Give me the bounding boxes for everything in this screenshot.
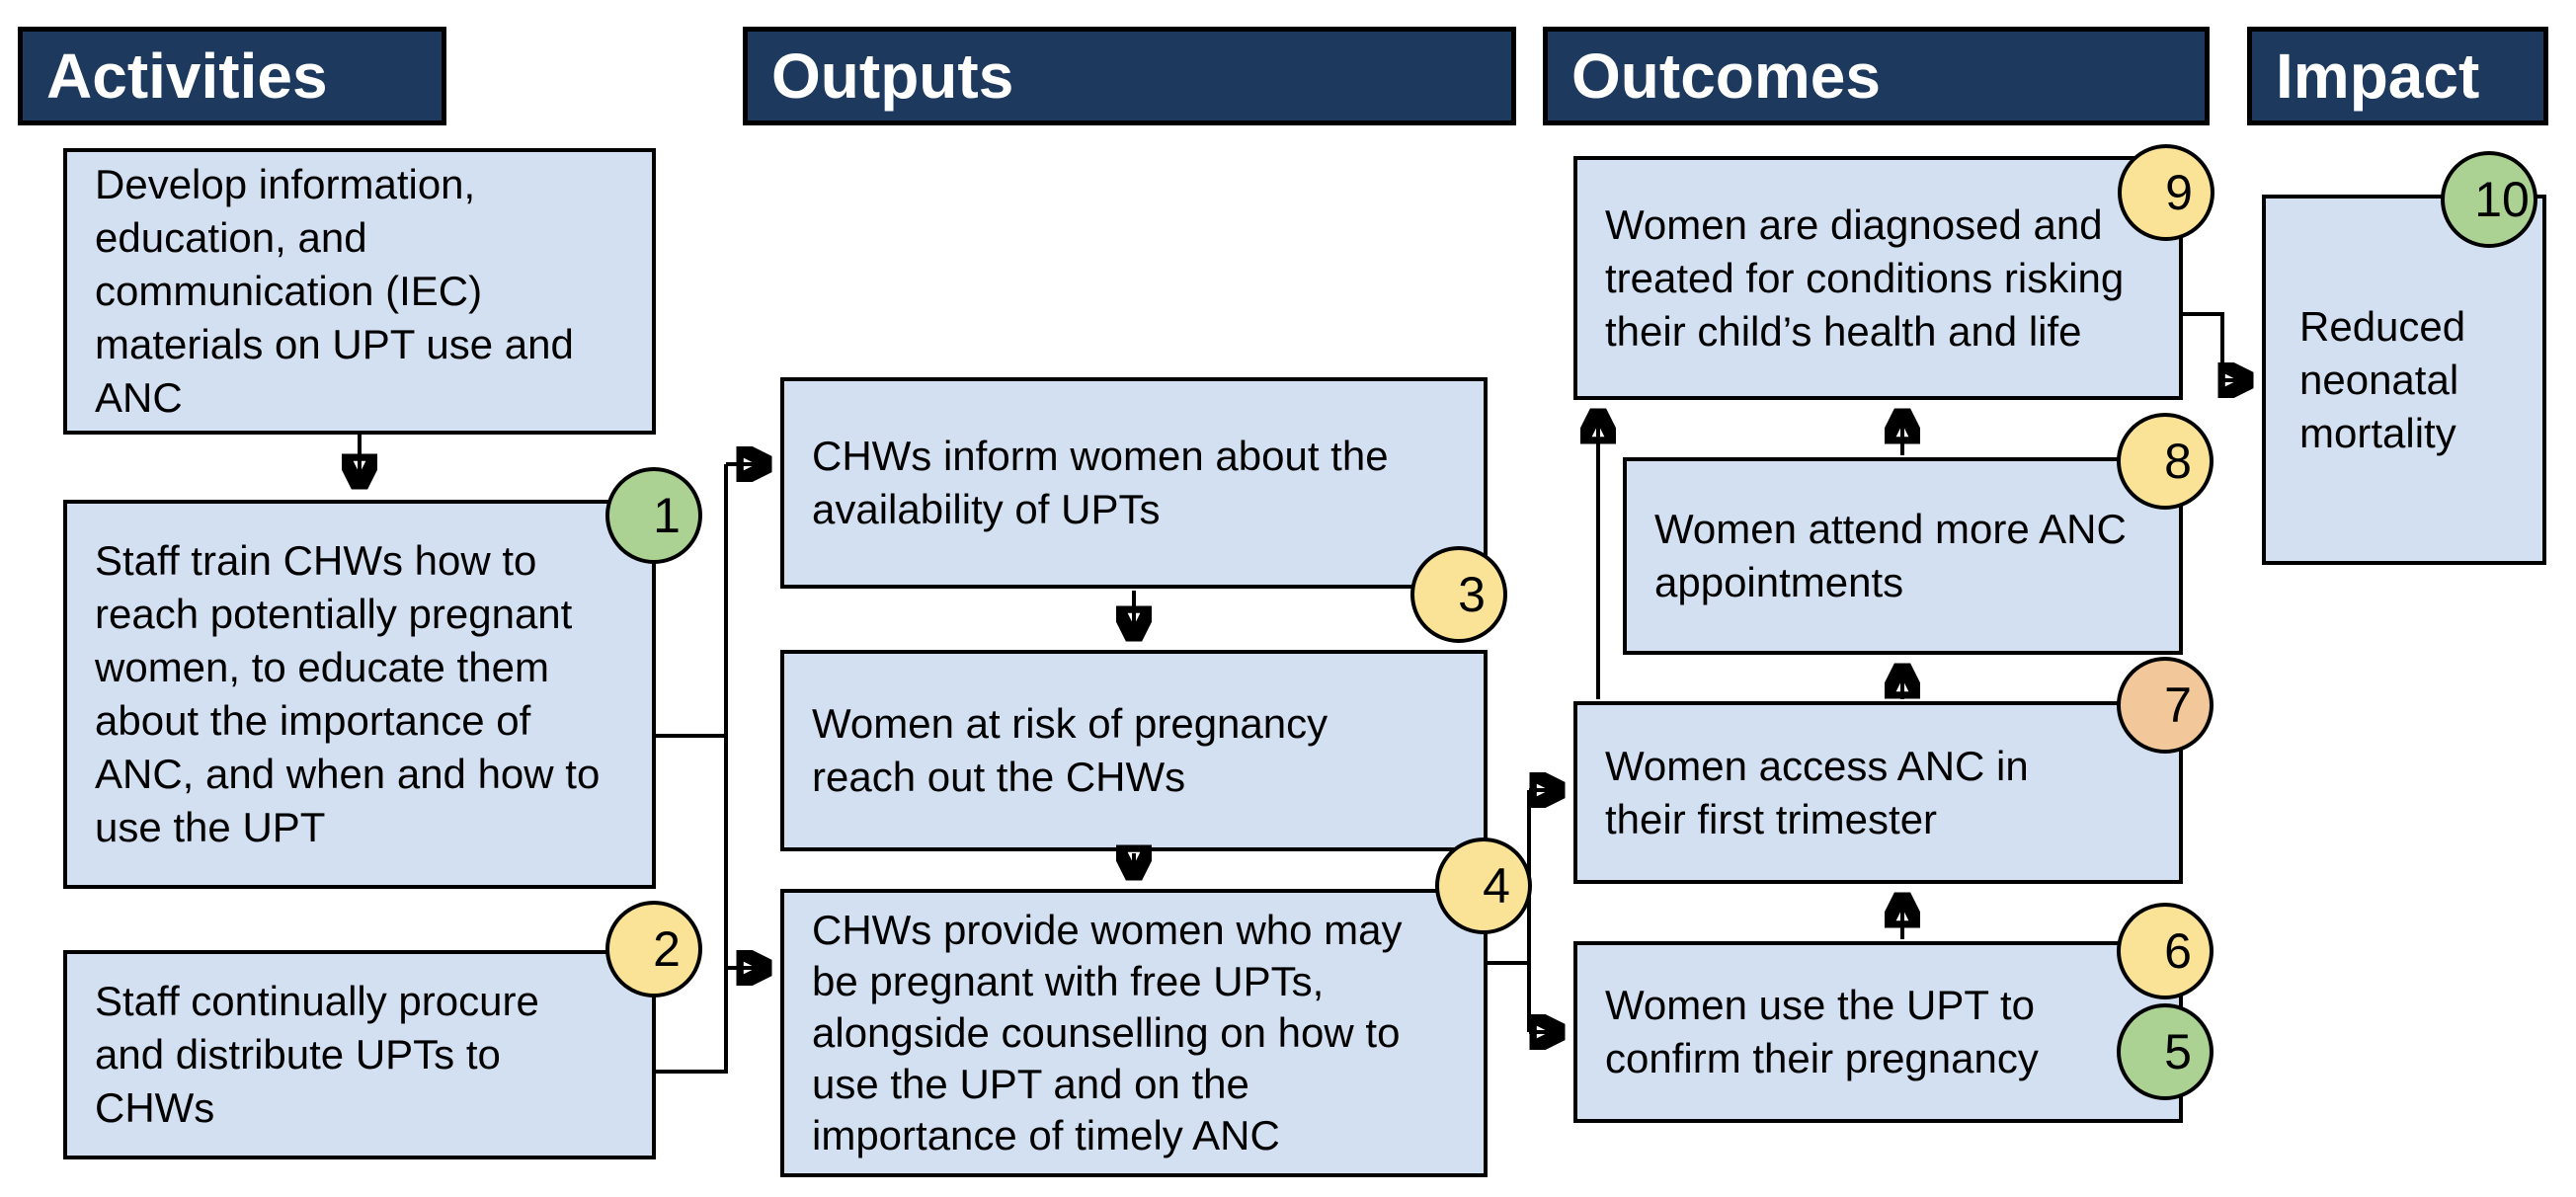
column-header-outputs: Outputs (743, 27, 1516, 125)
box-women-diagnosed-treated: Women are diagnosed and treated for cond… (1573, 156, 2183, 400)
box-women-reach-out: Women at risk of pregnancy reach out the… (780, 650, 1488, 851)
box-chws-inform-women: CHWs inform women about the availability… (780, 377, 1488, 589)
column-header-impact: Impact (2247, 27, 2548, 125)
badge-10: 10 (2441, 151, 2537, 248)
box-reduced-neonatal-mortality: Reduced neonatal mortality (2262, 195, 2546, 565)
badge-1: 1 (605, 467, 702, 564)
box-staff-train-chws: Staff train CHWs how to reach potentiall… (63, 500, 656, 889)
badge-7: 7 (2117, 657, 2214, 754)
column-header-activities: Activities (18, 27, 446, 125)
box-staff-procure-upts: Staff continually procure and distribute… (63, 950, 656, 1159)
column-header-outcomes: Outcomes (1543, 27, 2210, 125)
badge-2: 2 (605, 901, 702, 998)
badge-4: 4 (1435, 838, 1532, 934)
badge-8: 8 (2117, 413, 2214, 510)
badge-9: 9 (2118, 144, 2214, 241)
badge-5: 5 (2117, 1003, 2214, 1100)
badge-3: 3 (1410, 546, 1507, 643)
box-women-attend-anc: Women attend more ANC appointments (1623, 457, 2183, 655)
box-women-access-anc: Women access ANC in their first trimeste… (1573, 701, 2183, 884)
box-develop-iec-materials: Develop information, education, and comm… (63, 148, 656, 435)
box-women-use-upt: Women use the UPT to confirm their pregn… (1573, 941, 2183, 1123)
arrow-diagnosed-to-impact (2183, 312, 2250, 380)
box-chws-provide-upts: CHWs provide women who may be pregnant w… (780, 889, 1488, 1177)
badge-6: 6 (2117, 903, 2214, 999)
